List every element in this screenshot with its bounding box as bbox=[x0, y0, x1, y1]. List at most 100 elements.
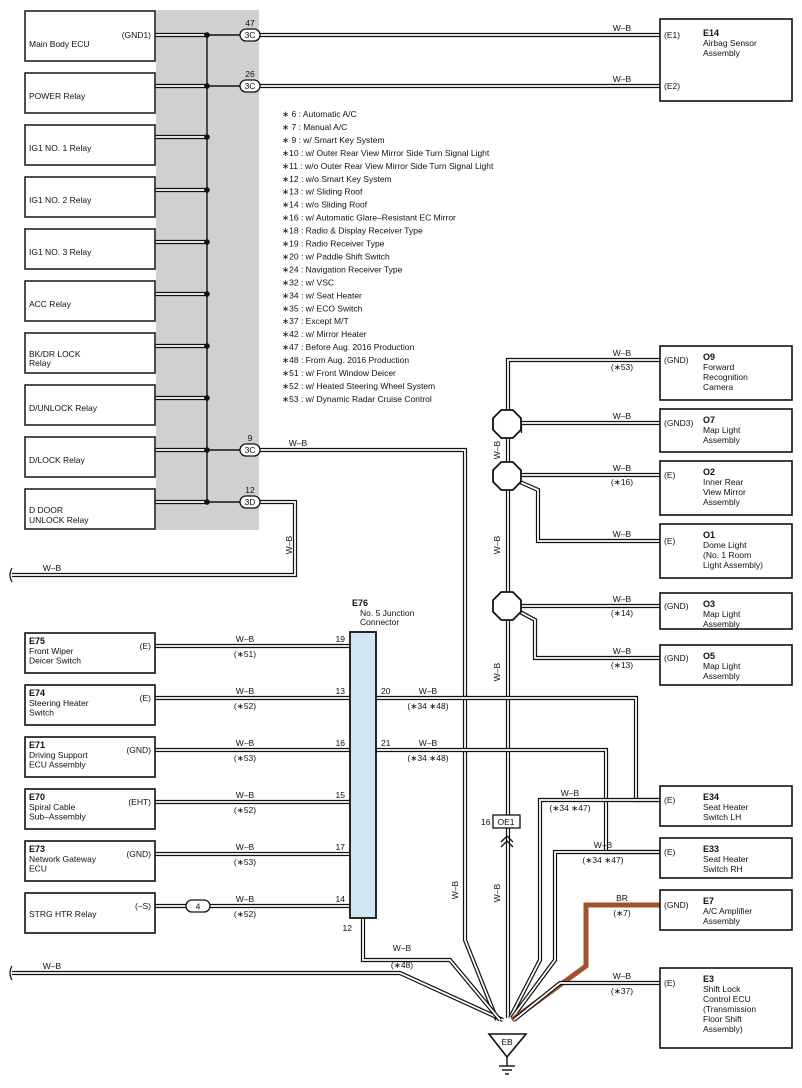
connector-label: 3C bbox=[245, 81, 256, 91]
wire-condition-label: (∗52) bbox=[234, 909, 256, 919]
wire-condition-label: (∗34 ∗48) bbox=[407, 753, 448, 763]
note-line: ∗24 : Navigation Receiver Type bbox=[282, 264, 403, 274]
component-pin: (GND3) bbox=[664, 418, 693, 428]
branch-o1-inner bbox=[519, 481, 660, 542]
component-name: Recognition bbox=[703, 372, 748, 382]
component-name: Switch RH bbox=[703, 864, 743, 874]
bus-splice-dot bbox=[204, 343, 210, 349]
right-component-box bbox=[659, 837, 793, 879]
trunk-o9-inner bbox=[507, 359, 660, 1018]
wire-color-label: W–B bbox=[236, 634, 255, 644]
component-name: Steering Heater bbox=[29, 698, 89, 708]
component-name: Assembly bbox=[703, 48, 741, 58]
junction-pin-number: 15 bbox=[336, 790, 346, 800]
junction-pin-number: 17 bbox=[336, 842, 346, 852]
wire-color-label: W–B bbox=[236, 738, 255, 748]
left-component-box bbox=[24, 436, 156, 478]
left-component-name: POWER Relay bbox=[29, 91, 86, 101]
note-line: ∗42 : w/ Mirror Heater bbox=[282, 329, 367, 339]
junction-name-line1: No. 5 Junction bbox=[360, 608, 415, 618]
note-line: ∗12 : w/o Smart Key System bbox=[282, 174, 392, 184]
note-line: ∗18 : Radio & Display Receiver Type bbox=[282, 226, 423, 236]
junction-bottom-wire bbox=[360, 918, 502, 1022]
component-code: O1 bbox=[703, 530, 715, 540]
wire-condition-label: (∗7) bbox=[613, 908, 631, 918]
wire-color-label: W–B bbox=[492, 440, 502, 459]
component-pin: (GND) bbox=[664, 355, 689, 365]
wire-condition-label: (∗34 ∗48) bbox=[407, 701, 448, 711]
connector-label: 4 bbox=[196, 902, 201, 912]
wire-color-label: W–B bbox=[236, 894, 255, 904]
bus-splice-dot bbox=[204, 499, 210, 505]
component-name: Switch LH bbox=[703, 812, 741, 822]
wire-condition-label: (∗14) bbox=[611, 608, 633, 618]
left-component-name: D DOOR bbox=[29, 505, 63, 515]
wire-condition-label: (∗52) bbox=[234, 701, 256, 711]
junction-connector-e76: E76 No. 5 Junction Connector bbox=[349, 598, 415, 919]
component-name: ECU bbox=[29, 864, 47, 874]
wire-condition-label: (∗34 ∗47) bbox=[582, 855, 623, 865]
left-component-name: Relay bbox=[29, 358, 51, 368]
connector-label: OE1 bbox=[497, 817, 514, 827]
wire-condition-label: (∗53) bbox=[234, 857, 256, 867]
left-component-name: IG1 NO. 2 Relay bbox=[29, 195, 92, 205]
component-pin: (E) bbox=[140, 641, 152, 651]
component-name: Map Light bbox=[703, 425, 741, 435]
component-pin: (E) bbox=[664, 470, 676, 480]
junction-pin-number: 21 bbox=[381, 738, 391, 748]
wire-color-label: W–B bbox=[561, 788, 580, 798]
connector-pin-number: 16 bbox=[481, 817, 491, 827]
wire-color-label: W–B bbox=[236, 790, 255, 800]
connector-3c-symbol bbox=[239, 79, 261, 93]
lower-left-ground-wire-inner bbox=[12, 972, 504, 1021]
left-component-name: UNLOCK Relay bbox=[29, 515, 89, 525]
note-line: ∗52 : w/ Heated Steering Wheel System bbox=[282, 381, 435, 391]
component-pin: (EHT) bbox=[128, 797, 151, 807]
branch-o5 bbox=[519, 610, 660, 661]
left-lower-component-box bbox=[24, 736, 156, 778]
bus-splice-dot bbox=[204, 32, 210, 38]
splice-octagon bbox=[492, 591, 522, 621]
component-name: Map Light bbox=[703, 661, 741, 671]
component-pin: (E) bbox=[664, 978, 676, 988]
wire-color-label: W–B bbox=[613, 463, 632, 473]
bus-splice-dot bbox=[204, 395, 210, 401]
left-component-name: D/LOCK Relay bbox=[29, 455, 85, 465]
connector-pin-number: 26 bbox=[245, 69, 255, 79]
wire-color-label: W–B bbox=[594, 840, 613, 850]
connector-4-symbol bbox=[185, 899, 211, 913]
junction-pin-number: 13 bbox=[336, 686, 346, 696]
left-component-box bbox=[24, 10, 156, 62]
wire-condition-label: (∗53) bbox=[611, 362, 633, 372]
component-code: E3 bbox=[703, 974, 714, 984]
note-line: ∗10 : w/ Outer Rear View Mirror Side Tur… bbox=[282, 148, 490, 158]
wire-layer bbox=[9, 32, 660, 1023]
component-pin: (GND) bbox=[126, 849, 151, 859]
note-line: ∗37 : Except M/T bbox=[282, 316, 349, 326]
wire-color-label: W–B bbox=[613, 971, 632, 981]
wire-color-label: W–B bbox=[613, 74, 632, 84]
note-line: ∗ 6 : Automatic A/C bbox=[282, 109, 357, 119]
component-pin: (–S) bbox=[135, 901, 151, 911]
component-name: Assembly) bbox=[703, 1024, 743, 1034]
bus-splice-dot bbox=[204, 447, 210, 453]
wire-condition-label: (∗13) bbox=[611, 660, 633, 670]
component-name: (Transmission bbox=[703, 1004, 756, 1014]
junction-pin-number: 20 bbox=[381, 686, 391, 696]
splice-octagon bbox=[492, 461, 522, 491]
wire-break-mark bbox=[9, 965, 13, 981]
component-pin: (E1) bbox=[664, 30, 680, 40]
right-component-box bbox=[659, 592, 793, 630]
left-lower-component-box bbox=[24, 892, 156, 934]
note-line: ∗19 : Radio Receiver Type bbox=[282, 239, 385, 249]
component-pin: (GND) bbox=[126, 745, 151, 755]
note-line: ∗32 : w/ VSC bbox=[282, 277, 334, 287]
component-code: E33 bbox=[703, 844, 719, 854]
junction-connector-body bbox=[349, 631, 377, 919]
left-lower-component-box bbox=[24, 840, 156, 882]
left-component-box bbox=[24, 488, 156, 530]
component-name: Seat Heater bbox=[703, 802, 749, 812]
component-pin: (E) bbox=[140, 693, 152, 703]
left-component-name: IG1 NO. 1 Relay bbox=[29, 143, 92, 153]
